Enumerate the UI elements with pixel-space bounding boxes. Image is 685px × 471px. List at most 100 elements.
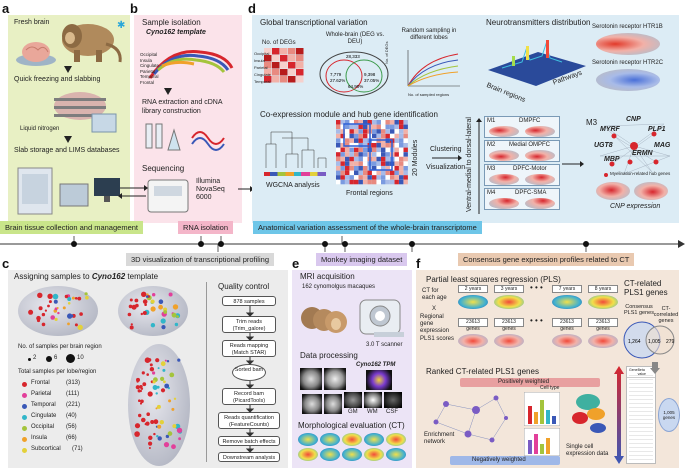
region-legend: Occipital Insula Cingulate Parietal Temp… (140, 52, 159, 85)
sample-dot (163, 442, 170, 448)
sample-dot (148, 447, 151, 449)
heatmap-cell (385, 179, 390, 185)
heatmap-cell (376, 161, 381, 166)
sampling-x-axis-label: No. of sampled regions (408, 92, 450, 97)
module-box: M4 DPFC-SMA (484, 188, 560, 210)
heatmap-cell (372, 170, 377, 176)
sample-dot (79, 312, 83, 316)
heatmap-cell (336, 129, 341, 134)
sample-dot (163, 380, 166, 384)
arrow-right-icon (432, 155, 462, 161)
ct-each-age-label: CT for each age (422, 288, 447, 301)
heatmap-cell (358, 120, 363, 125)
heatmap-cell (381, 143, 386, 148)
timeline-label: Monkey imaging dataset (316, 253, 408, 266)
module-id: M4 (487, 190, 496, 196)
lobe-name: Temporal (31, 402, 56, 408)
pls-score-brain (494, 334, 524, 348)
heatmap-cell (399, 179, 404, 185)
heatmap-cell (403, 170, 408, 176)
sample-dot (169, 372, 175, 378)
sample-dot (135, 385, 140, 390)
sample-dot (56, 307, 59, 309)
heatmap-cell (372, 156, 377, 162)
gene-col-header: Gene (629, 368, 638, 372)
heatmap-cell (354, 156, 359, 162)
heatmap-cell (354, 120, 359, 125)
heatmap-cell (390, 120, 395, 125)
sample-dot (137, 389, 141, 393)
sample-dot (147, 391, 153, 397)
lobe-count: (66) (66, 435, 77, 441)
heatmap-cell (340, 120, 345, 125)
sample-dot (138, 399, 141, 402)
single-cell-label: Single cell expression data (566, 444, 609, 457)
sequencing-label: Sequencing (142, 164, 185, 173)
heatmap-cell (354, 161, 359, 166)
positive-weight-bar (460, 378, 600, 387)
sample-dot (74, 297, 78, 300)
negative-weight-bar (450, 456, 560, 465)
heatmap-cell (280, 62, 288, 69)
processing-label: Data processing (300, 351, 358, 360)
mri-slice (300, 368, 322, 390)
heatmap-cell (349, 120, 354, 125)
sample-dot (171, 312, 177, 318)
gene-count-box: 23613 genes (494, 318, 524, 332)
gene-table: Gene Beta value (626, 366, 656, 464)
heatmap-cell (349, 147, 354, 153)
heatmap-cell (363, 166, 368, 171)
qc-step: Remove batch effects (218, 436, 280, 446)
assigning-prefix: Assigning samples to (14, 272, 92, 281)
heatmap-cell (376, 147, 381, 153)
platform-label: Illumina NovaSeq 6000 (196, 178, 225, 201)
module-brain (489, 174, 519, 185)
year-header: 2 years (458, 285, 488, 293)
timeline-label: RNA isolation (178, 221, 234, 234)
heatmap-cell (403, 133, 408, 139)
modules-20-label: 20 Modules (412, 139, 419, 176)
ct-brain (298, 448, 318, 461)
module-brain (525, 150, 555, 161)
ct-age-brain (458, 295, 488, 309)
sample-dots (28, 291, 183, 450)
heatmap-cell (264, 69, 272, 76)
region-label: Parietal (140, 68, 156, 74)
heatmap-cell (296, 48, 304, 55)
sample-dot (156, 404, 161, 409)
heatmap-cell (399, 138, 404, 143)
sample-dot (168, 399, 172, 403)
sample-dot (77, 296, 82, 301)
size-dot (66, 354, 75, 363)
heatmap-cell (394, 138, 399, 143)
sample-dot (71, 296, 75, 300)
ct-brain (342, 433, 362, 446)
heatmap-cell (394, 133, 399, 139)
sample-dot (160, 318, 166, 324)
morph-label: Morphological evaluation (CT) (298, 421, 405, 430)
sample-dot (171, 407, 175, 411)
heatmap-cell (376, 120, 381, 125)
sample-dot (38, 306, 43, 311)
arrow-down-icon (64, 136, 72, 143)
sample-dot (160, 376, 165, 381)
module-name: DPFC-SMA (515, 190, 547, 196)
heatmap-cell (358, 156, 363, 162)
frontal-regions-label: Frontal regions (346, 190, 393, 197)
qc-divider (206, 282, 207, 462)
heatmap-cell (363, 179, 368, 185)
sample-dot (141, 417, 146, 423)
module-id: M3 (487, 166, 496, 172)
sample-dot (163, 310, 168, 314)
tissue-label: CSF (386, 409, 398, 415)
sample-dot (164, 359, 167, 362)
sample-dot (52, 293, 59, 300)
sample-dot (134, 431, 140, 437)
heatmap-cell (340, 161, 345, 166)
sample-dot (142, 311, 147, 315)
heatmap-cell (363, 124, 368, 130)
ct-age-brain (552, 295, 582, 309)
sample-dot (162, 368, 166, 372)
neurotransmitter-3d-plot (488, 40, 586, 86)
heatmap-cell (376, 179, 381, 185)
